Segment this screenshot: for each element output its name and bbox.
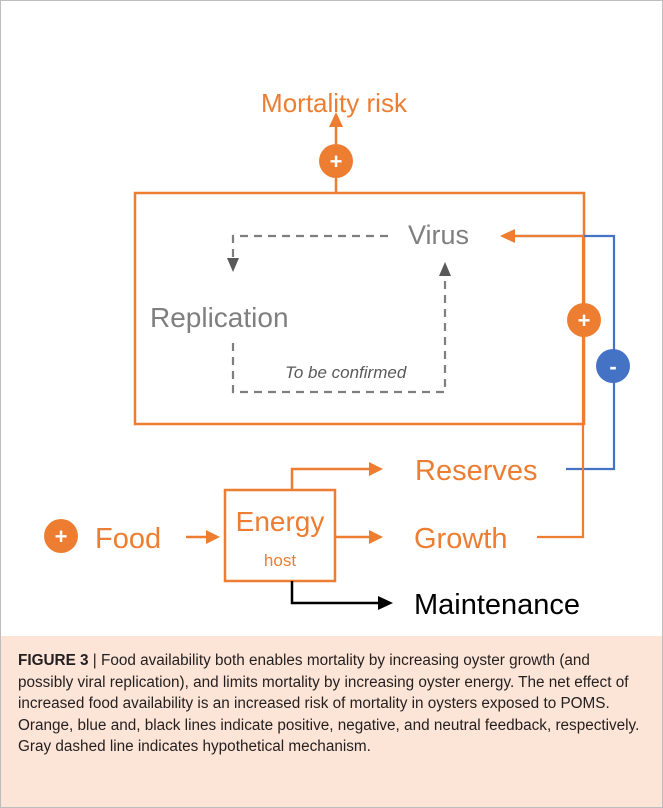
figure-label: FIGURE 3: [18, 652, 89, 669]
caption-separator: |: [88, 652, 102, 669]
maintenance-label: Maintenance: [414, 589, 580, 621]
replication-label: Replication: [150, 302, 289, 333]
hypothetical-path-bottom: [231, 276, 447, 394]
food-label: Food: [95, 523, 161, 555]
caption-text: Food availability both enables mortality…: [18, 652, 640, 755]
reserves-to-virus-line: [514, 234, 616, 471]
energy-to-reserves-line: [290, 467, 370, 490]
energy-box: [223, 488, 337, 583]
energy-label: Energy: [236, 506, 325, 537]
to-be-confirmed-label: To be confirmed: [285, 363, 407, 382]
food-positive-sign: +: [55, 524, 68, 549]
virus-label: Virus: [408, 220, 469, 250]
energy-to-growth-arrow-head: [369, 530, 383, 544]
feedback-diagram: Mortality risk + Virus Replication To be…: [44, 88, 630, 621]
figure-caption: FIGURE 3 | Food availability both enable…: [18, 650, 648, 758]
growth-positive-circle: [567, 303, 601, 337]
growth-positive-sign: +: [578, 308, 591, 333]
food-to-energy-arrow-head: [206, 530, 220, 544]
reserves-label: Reserves: [415, 455, 538, 487]
hypothetical-arrow-up: [439, 262, 451, 276]
mortality-risk-label: Mortality risk: [261, 88, 408, 118]
hypothetical-path-top: [231, 234, 388, 258]
energy-to-reserves-arrow-head: [369, 462, 383, 476]
caption-background: [1, 636, 662, 807]
energy-to-maintenance-arrow-head: [378, 596, 393, 610]
host-label: host: [264, 551, 296, 570]
food-positive-circle: [44, 519, 78, 553]
hypothetical-arrow-down: [227, 258, 239, 272]
virus-arrow-head: [500, 229, 515, 243]
growth-label: Growth: [414, 523, 507, 555]
reserves-negative-circle: [596, 349, 630, 383]
energy-to-maintenance-line: [290, 581, 379, 605]
reserves-negative-sign: -: [609, 354, 616, 379]
mortality-arrow-head: [329, 112, 343, 127]
mortality-positive-circle: [319, 144, 353, 178]
growth-to-virus-line: [514, 234, 585, 539]
mortality-positive-sign: +: [330, 149, 343, 174]
